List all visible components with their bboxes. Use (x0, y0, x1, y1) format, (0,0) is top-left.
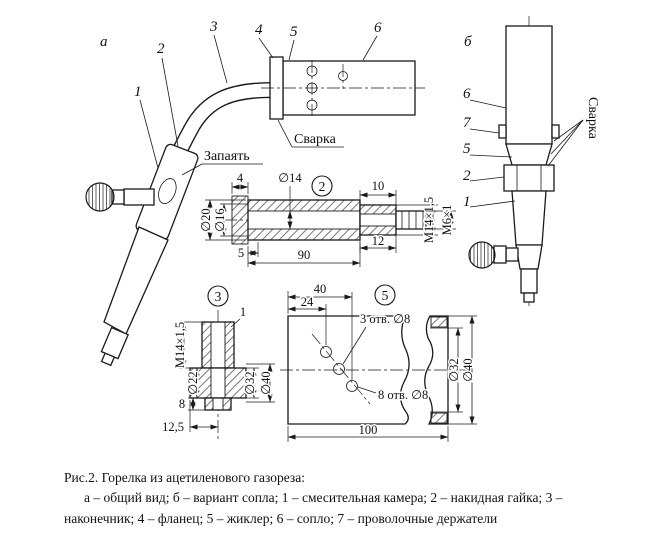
dim-d16: ∅16 (213, 208, 227, 231)
dim-100: 100 (359, 423, 378, 437)
dim-d32: ∅32 (243, 371, 257, 394)
callout-4: 4 (255, 22, 263, 38)
block-hole (338, 71, 348, 81)
dim-1: 1 (240, 305, 246, 319)
callout-6: 6 (374, 20, 382, 36)
dim-24: 24 (301, 295, 314, 309)
detail-5-number: 5 (382, 288, 389, 303)
dim-5: 5 (238, 246, 244, 260)
caption-legend: а – общий вид; б – вариант сопла; 1 – см… (64, 490, 563, 526)
handle-tip (100, 326, 129, 367)
leader-line (342, 326, 367, 365)
callout-1: 1 (463, 194, 471, 210)
leader-line (469, 200, 516, 208)
leader-line (288, 39, 295, 61)
leader-line (553, 119, 584, 142)
leader-line (550, 119, 584, 155)
leader-line (469, 176, 505, 182)
thread-m14: М14×1,5 (422, 197, 436, 243)
block-hole (306, 65, 318, 77)
detail-badge (207, 285, 229, 307)
chamber-body (511, 190, 547, 246)
dim-12: 12 (372, 234, 385, 248)
leader-line (469, 99, 507, 109)
dim-90: 90 (298, 248, 311, 262)
leader-line (258, 37, 274, 59)
callout-6: 6 (463, 86, 471, 102)
callout-1: 1 (134, 84, 142, 100)
dim-4: 4 (237, 171, 244, 185)
dim-d40: ∅40 (259, 371, 273, 394)
callout-2: 2 (157, 41, 165, 57)
caption-title: Рис.2. Горелка из ацетиленового газореза… (64, 470, 306, 485)
jet-hole (333, 363, 345, 375)
handle (103, 226, 169, 335)
callout-3: 3 (209, 19, 218, 35)
detail-3-number: 3 (215, 289, 222, 304)
tube-flange-section (231, 195, 249, 245)
callout-7: 7 (463, 115, 472, 131)
holes-note-8: 8 отв. ∅8 (378, 388, 428, 402)
jet-stub (395, 210, 427, 230)
technical-drawing: а 1 2 3 4 5 6 Запаять Сварка (85, 16, 600, 442)
leader-line (469, 128, 500, 134)
leader-line (469, 154, 513, 158)
valve-washer (493, 245, 507, 264)
wire-holder (551, 124, 560, 139)
holes-note-3: 3 отв. ∅8 (360, 312, 410, 326)
detail-5-jet: 5 3 отв. ∅8 8 отв. ∅8 40 24 100 ∅32 (280, 281, 477, 442)
dim-d20: ∅20 (199, 208, 213, 231)
jet-cone (505, 143, 553, 166)
weld-note-b: Сварка (585, 97, 600, 140)
detail-badge (311, 175, 333, 197)
leader-line (230, 318, 241, 328)
thread-m14: М14×1,5 (173, 322, 187, 368)
dim-d14: ∅14 (278, 171, 302, 185)
leader-line (161, 57, 179, 147)
detail-3-flange: 3 1 М14×1,5 ∅22 ∅32 ∅40 8 12,5 (161, 285, 275, 442)
figure-caption: Рис.2. Горелка из ацетиленового газореза… (0, 462, 660, 529)
valve-knob (468, 241, 496, 269)
wire-holder (498, 124, 507, 139)
view-b-label: б (464, 34, 472, 50)
detail-badge (374, 284, 396, 306)
dim-12-5: 12,5 (162, 420, 184, 434)
thread-m6: М6×1 (440, 205, 454, 236)
leader-line (547, 119, 584, 167)
jet-hole (346, 380, 358, 392)
view-a-label: а (100, 34, 108, 50)
callout-5: 5 (290, 24, 298, 40)
nozzle-tube (505, 25, 553, 145)
valve-stem (123, 188, 155, 206)
dim-d40: ∅40 (461, 358, 475, 381)
leader-line (277, 119, 293, 148)
leader-line (181, 163, 203, 176)
view-a-general: а 1 2 3 4 5 6 Запаять Сварка (85, 19, 425, 367)
weld-note-a: Сварка (294, 132, 337, 147)
view-b-nozzle-variant: б 6 7 5 2 1 Сварка (463, 16, 600, 306)
solder-note: Запаять (204, 149, 250, 164)
block-hole (306, 82, 318, 94)
leader-line (357, 386, 377, 394)
dim-40: 40 (314, 282, 327, 296)
callout-5: 5 (463, 141, 471, 157)
detail-2-mixing-chamber: 2 4 ∅14 ∅20 ∅16 5 (198, 170, 456, 267)
leader-line (362, 35, 378, 61)
union-nut (503, 164, 555, 192)
leader-line (213, 34, 228, 84)
leader-line (139, 99, 159, 169)
dim-10: 10 (372, 179, 385, 193)
jet-hole (320, 346, 332, 358)
dim-8: 8 (179, 397, 185, 411)
detail-2-number: 2 (319, 179, 326, 194)
dim-d22: ∅22 (186, 371, 200, 394)
block-hole (306, 99, 318, 111)
dim-d32: ∅32 (447, 358, 461, 381)
valve-knob (85, 182, 115, 212)
bottom-stub (520, 268, 538, 294)
callout-2: 2 (463, 168, 471, 184)
